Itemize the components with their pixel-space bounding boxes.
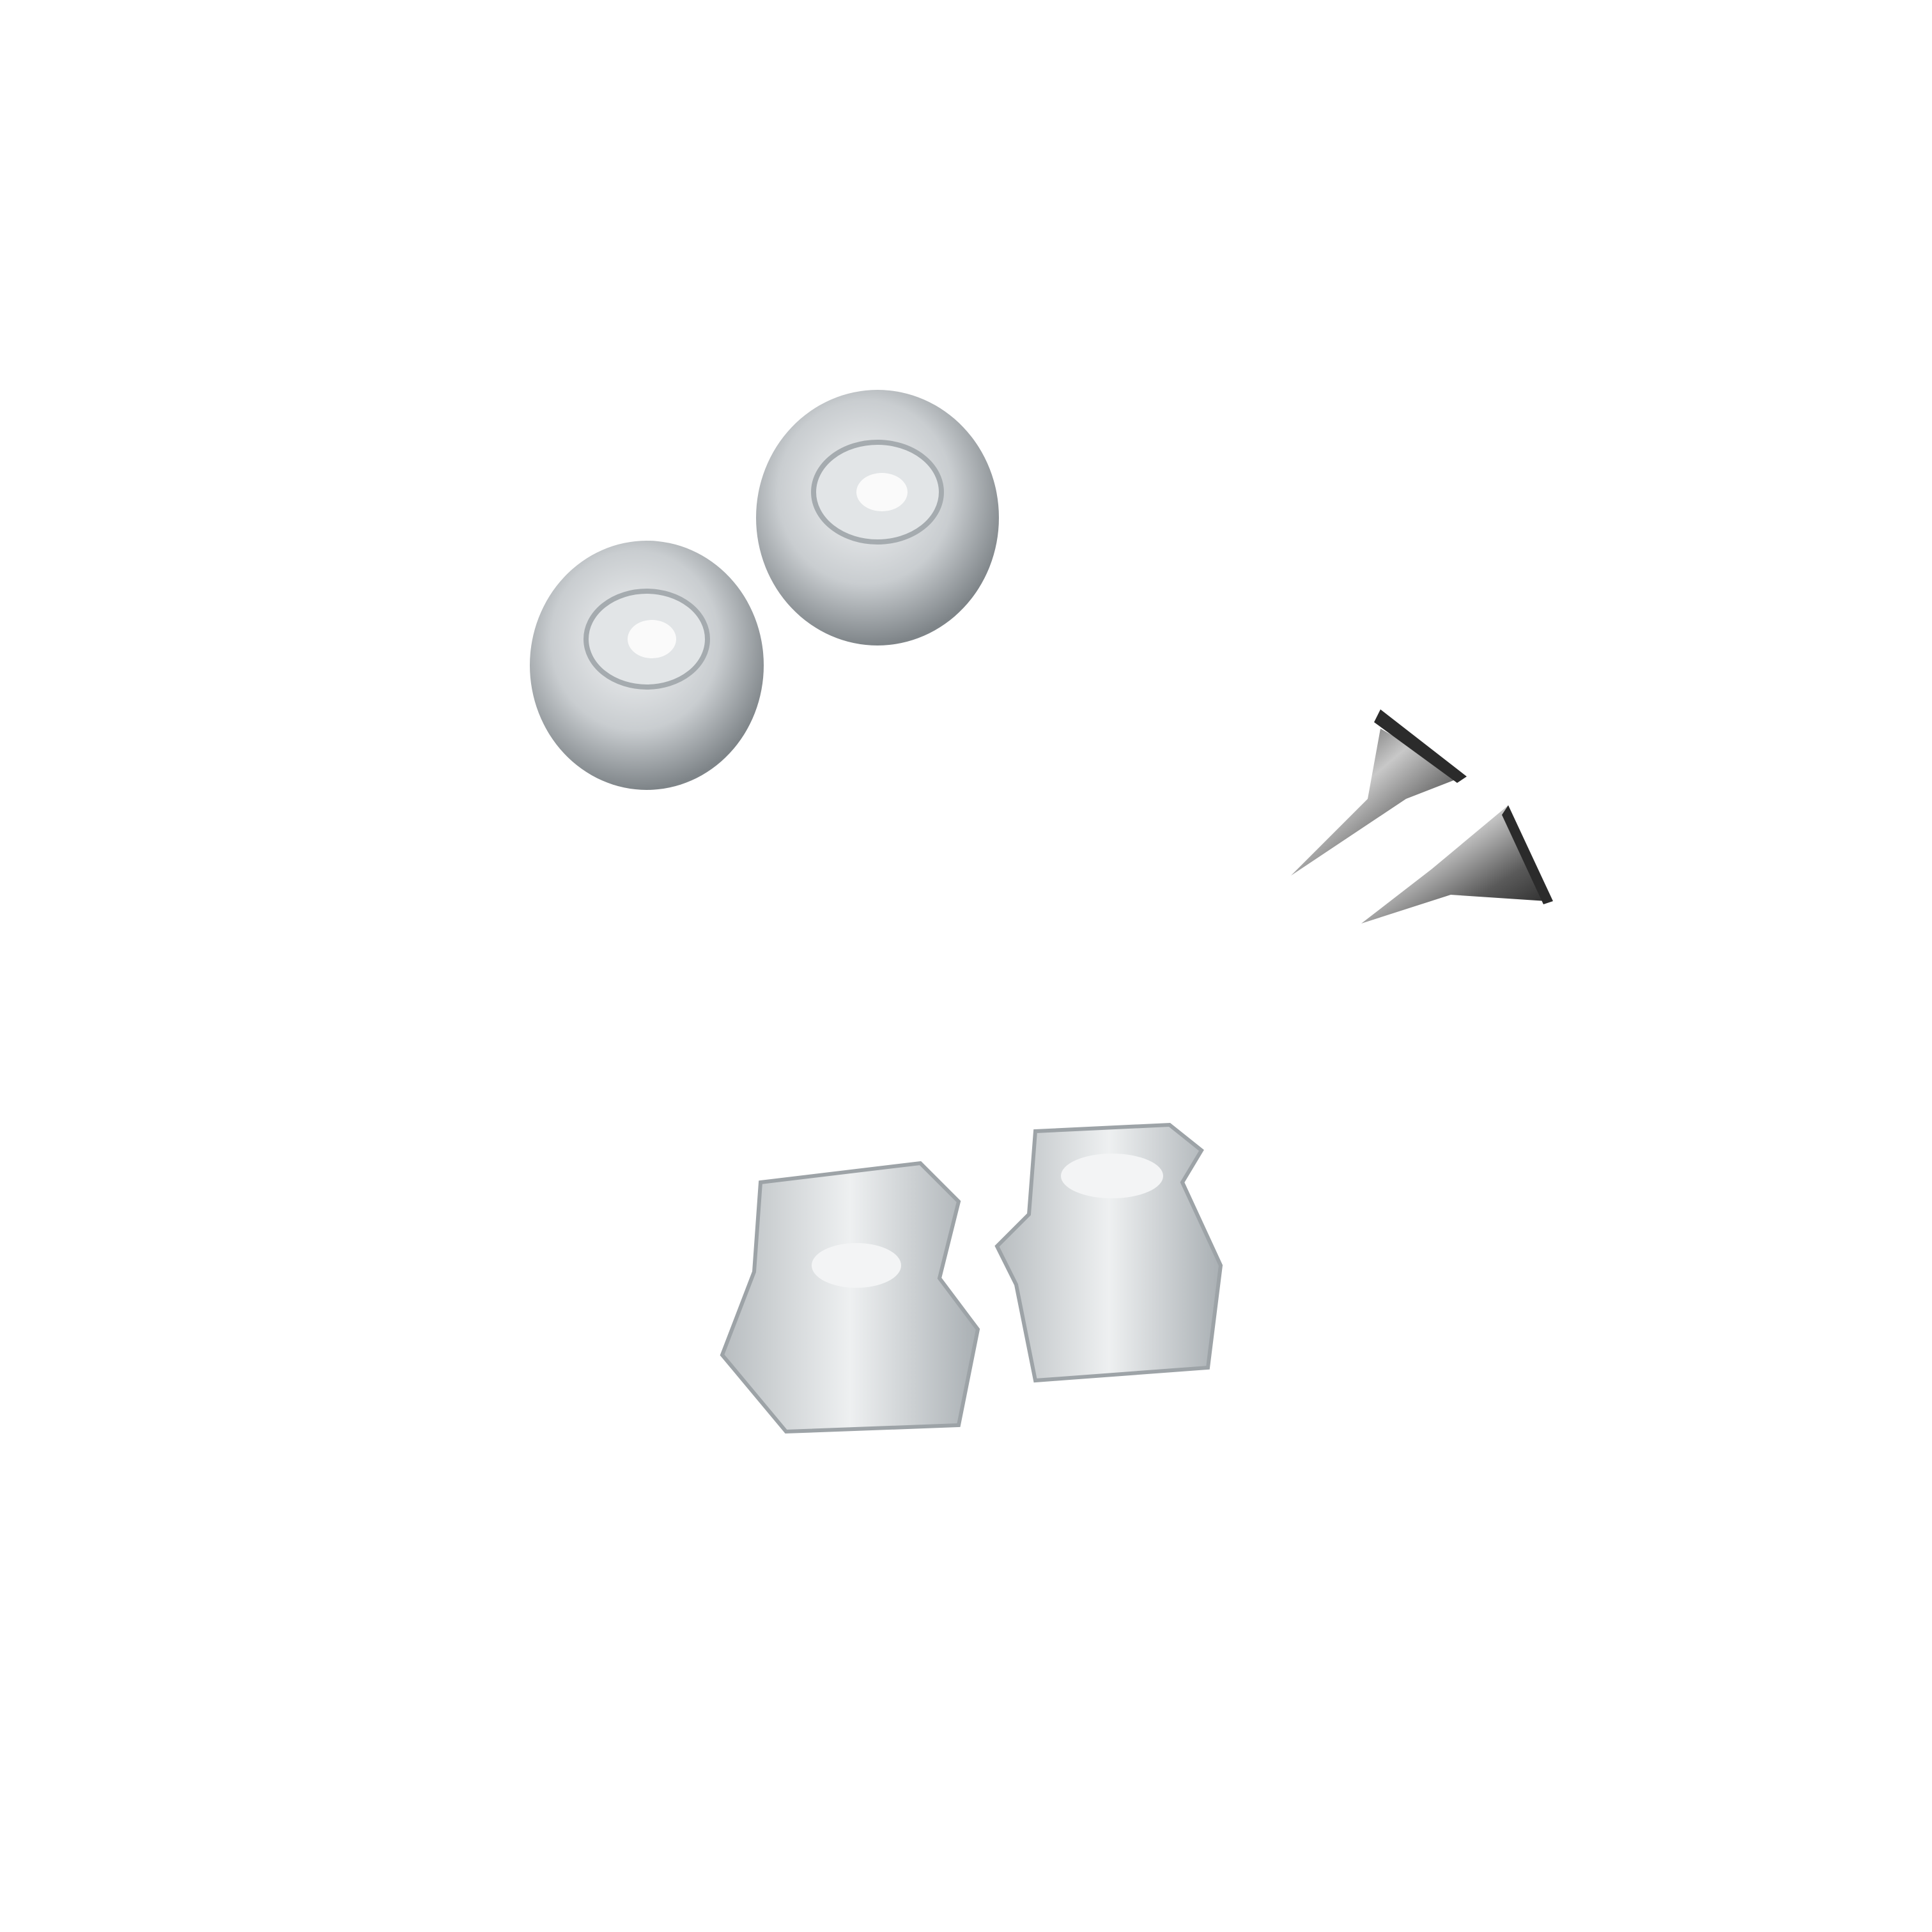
round-bumper-right xyxy=(756,390,999,645)
screw-lower xyxy=(1361,805,1553,923)
screw-upper xyxy=(1291,709,1467,876)
round-bumper-left xyxy=(530,541,764,790)
threaded-spacer-left xyxy=(720,1161,980,1434)
threaded-spacer-right xyxy=(994,1122,1223,1383)
